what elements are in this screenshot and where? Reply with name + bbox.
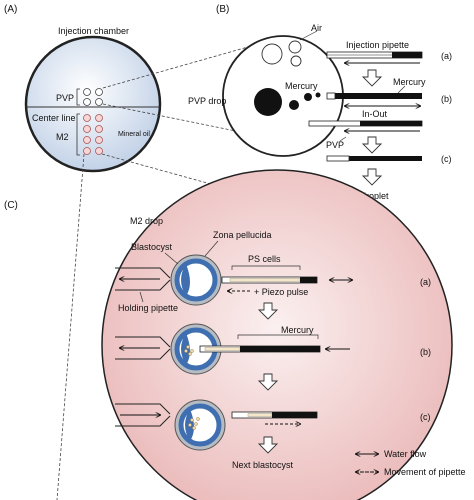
in-out-label: In-Out [362, 109, 388, 119]
pipette-pvp-uptake [308, 120, 423, 131]
panel-c-label: (C) [4, 200, 18, 211]
pvp-drops [83, 88, 103, 106]
legend-water-flow: Water flow [384, 449, 427, 459]
step-c-a: (a) [420, 277, 431, 287]
pvp-drop-label: PVP drop [188, 96, 226, 106]
step-b-b: (b) [441, 94, 452, 104]
pvp-label: PVP [56, 93, 74, 103]
step-c-b: (b) [420, 347, 431, 357]
pvp-leader [339, 136, 347, 142]
chamber-title: Injection chamber [58, 26, 129, 36]
pvp-bracket [76, 88, 80, 106]
row-b [115, 323, 350, 375]
blastocyst-leader [164, 252, 179, 265]
down-arrow-c1 [257, 302, 279, 320]
mineral-oil-label: Mineral oil [118, 131, 150, 138]
air-label: Air [311, 23, 322, 33]
pvp-pipette-label: PVP [326, 140, 344, 150]
pvp-drop-circle [222, 35, 344, 157]
panel-a-label: (A) [4, 4, 17, 15]
legend-movement: Movement of pipette [384, 467, 466, 477]
next-blastocyst-label: Next blastocyst [232, 460, 294, 470]
pipette-step-b [326, 92, 422, 106]
mercury-drops [254, 88, 321, 116]
air-leader [299, 30, 318, 41]
zona-leader [204, 240, 219, 257]
step-b-c: (c) [441, 154, 452, 164]
m2-bracket [76, 113, 80, 156]
pipette-step-c [326, 155, 422, 162]
row-c [115, 399, 318, 451]
pipette-step-a [326, 51, 423, 63]
down-arrow-c3 [257, 436, 279, 454]
m2-label: M2 [56, 132, 69, 142]
holding-leader [139, 291, 144, 303]
piezo-label: + Piezo pulse [254, 287, 308, 297]
step-c-c: (c) [420, 412, 431, 422]
down-arrow-b2 [361, 136, 383, 154]
down-arrow-b1 [361, 69, 383, 87]
mercury-pipette-label: Mercury [393, 77, 426, 87]
m2-drop-label: M2 drop [130, 216, 163, 226]
center-line-label: Center line [32, 113, 76, 123]
m2-drops [83, 114, 103, 155]
injection-pipette-label: Injection pipette [346, 40, 409, 50]
ps-cells-label: PS cells [248, 254, 281, 264]
down-arrow-c2 [257, 373, 279, 391]
row-a [115, 254, 352, 306]
blastocyst-label: Blastocyst [131, 242, 173, 252]
air-bubbles [261, 40, 302, 67]
down-arrow-b3 [361, 168, 383, 186]
panel-b-label: (B) [216, 4, 229, 15]
injection-chamber [24, 35, 162, 173]
zona-label: Zona pellucida [213, 230, 272, 240]
step-b-a: (a) [441, 51, 452, 61]
mercury-c-label: Mercury [281, 325, 314, 335]
legend: Water flow Movement of pipette [356, 449, 466, 477]
mercury-drop-label: Mercury [285, 81, 318, 91]
holding-label: Holding pipette [118, 303, 178, 313]
mercury-pipette-leader [397, 85, 406, 94]
